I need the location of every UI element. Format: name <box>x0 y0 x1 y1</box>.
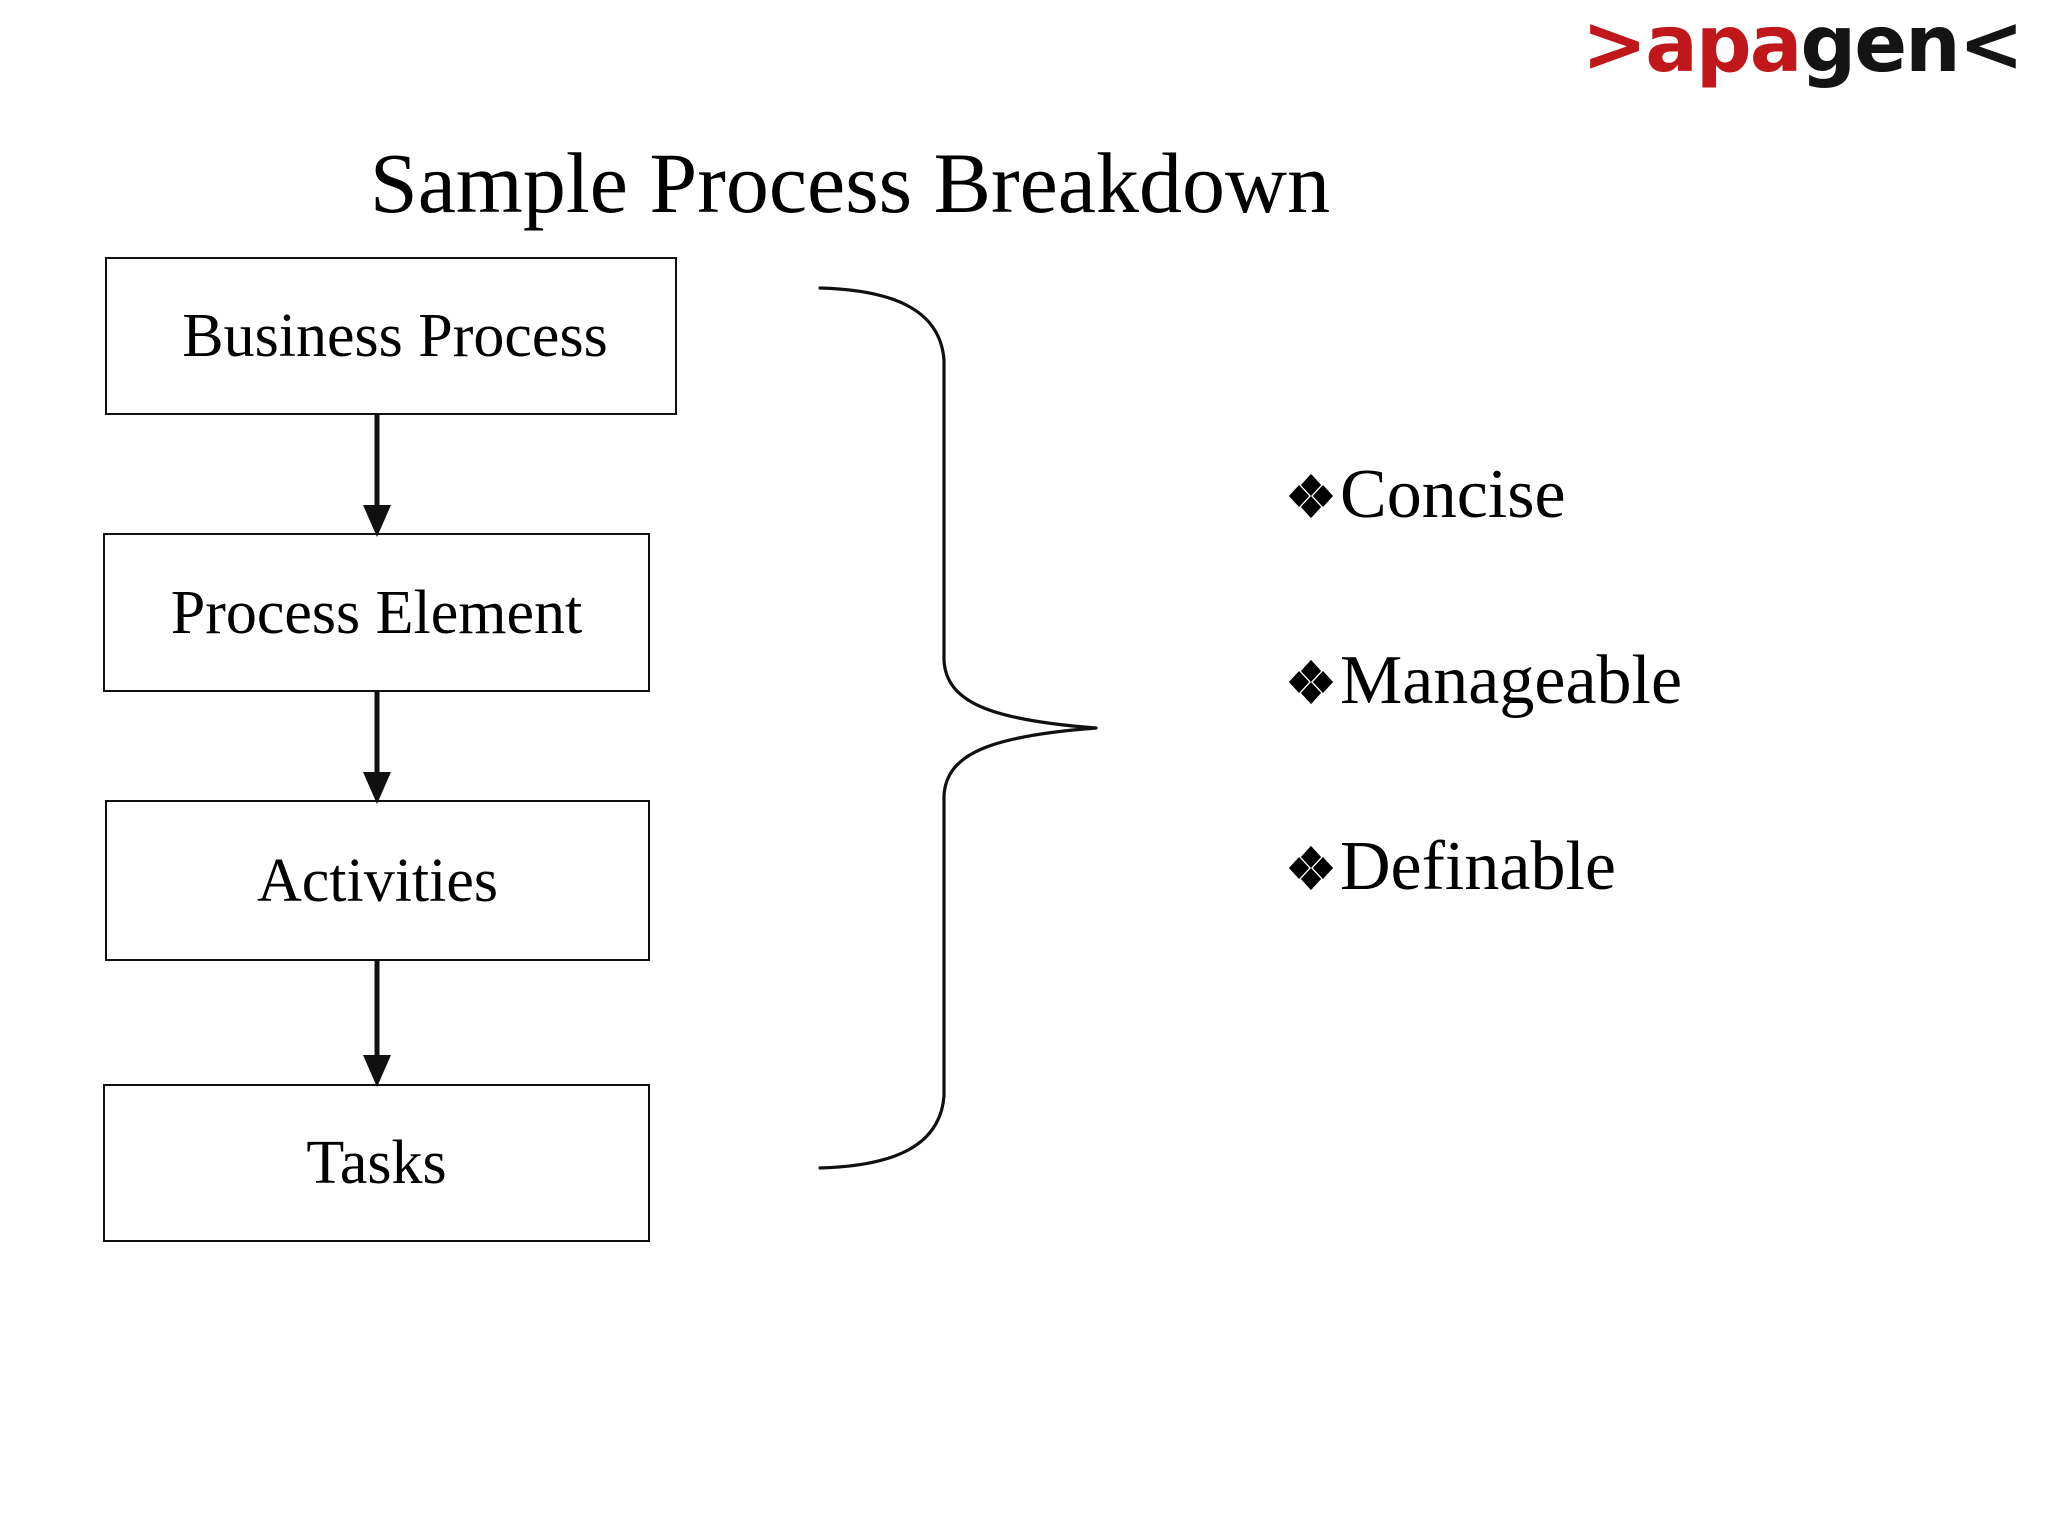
arrow-down-icon <box>363 690 391 804</box>
logo-dark-text: gen< <box>1800 0 2024 90</box>
attribute-list: Concise Manageable Definable <box>1288 460 1988 902</box>
attribute-label: Definable <box>1340 828 1616 905</box>
logo-red-text: >apa <box>1581 0 1802 90</box>
four-diamond-bullet-icon <box>1288 473 1334 519</box>
attribute-label: Manageable <box>1340 642 1683 719</box>
flow-box-process-element: Process Element <box>103 533 650 692</box>
four-diamond-bullet-icon <box>1288 845 1334 891</box>
list-item: Concise <box>1288 460 1988 530</box>
list-item: Manageable <box>1288 646 1988 716</box>
flow-box-activities: Activities <box>105 800 650 961</box>
grouping-brace-icon <box>818 286 1098 1170</box>
four-diamond-bullet-icon <box>1288 659 1334 705</box>
arrow-down-icon <box>363 413 391 537</box>
attribute-label: Concise <box>1340 456 1566 533</box>
flow-box-label: Process Element <box>170 578 583 647</box>
list-item: Definable <box>1288 832 1988 902</box>
flow-box-label: Business Process <box>182 302 608 370</box>
arrow-down-icon <box>363 959 391 1087</box>
flow-box-label: Activities <box>256 846 499 915</box>
apagen-logo: >apagen< <box>1582 6 2024 84</box>
flow-box-label: Tasks <box>306 1129 447 1197</box>
page-title: Sample Process Breakdown <box>369 134 1331 231</box>
flow-box-tasks: Tasks <box>103 1084 650 1242</box>
flow-box-business-process: Business Process <box>105 257 677 415</box>
